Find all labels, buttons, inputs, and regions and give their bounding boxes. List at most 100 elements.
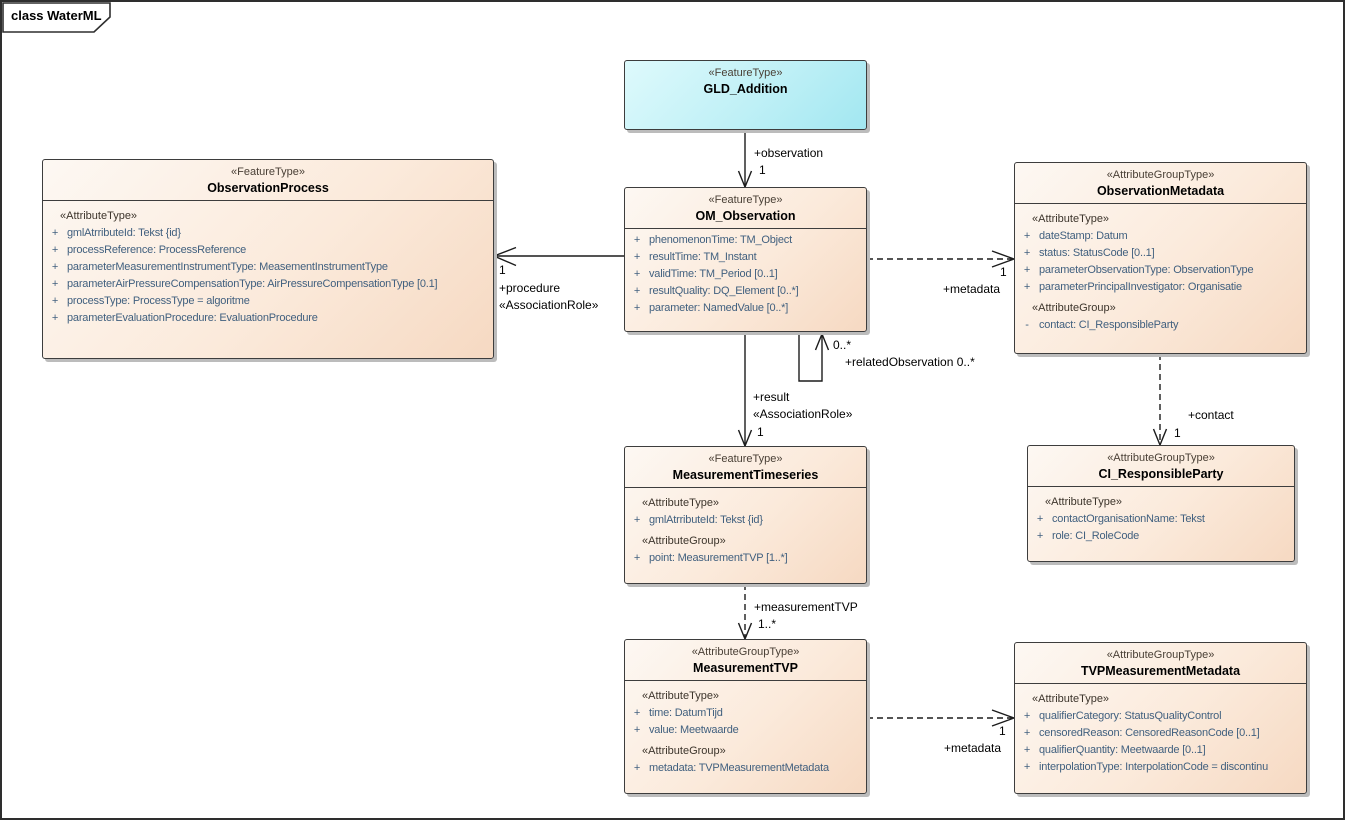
attribute-row: + metadata: TVPMeasurementMetadata [625,760,864,777]
visibility-marker: + [1023,247,1031,259]
attribute-row: +time: DatumTijd [625,705,864,722]
attribute-row: +parameterMeasurementInstrumentType: Mea… [43,259,491,276]
attribute-text: parameterEvaluationProcedure: Evaluation… [67,312,318,324]
class-name: TVPMeasurementMetadata [1080,664,1241,678]
visibility-marker: + [1023,744,1031,756]
class-stereotype: «AttributeGroupType» [1106,169,1215,181]
class-stereotype: «FeatureType» [231,166,305,178]
class-stereotype: «AttributeGroupType» [691,646,800,658]
visibility-marker: + [1036,513,1044,525]
attribute-text: processReference: ProcessReference [67,244,247,256]
class-header: «AttributeGroupType» MeasurementTVP [625,640,866,681]
connector-related-observation-line [798,332,823,382]
attribute-text: qualifierQuantity: Meetwaarde [0..1] [1039,744,1206,756]
class-header: «AttributeGroupType» CI_ResponsibleParty [1028,446,1294,487]
class-stereotype: «AttributeGroupType» [1107,452,1215,464]
class-stereotype: «FeatureType» [708,453,783,465]
attribute-row: + value: Meetwaarde [625,722,864,739]
class-name: ObservationMetadata [1096,184,1225,198]
attribute-row: + parameterAirPressureCompensationType: A… [43,276,491,293]
attribute-text: phenomenonTime: TM_Object [649,234,792,246]
visibility-marker: + [1023,230,1031,242]
attribute-text: time: DatumTijd [649,707,723,719]
class-header: «FeatureType» GLD_Addition [625,61,866,101]
attribute-row: + parameterEvaluationProcedure: Evaluatio… [43,310,491,327]
class-stereotype: «AttributeGroupType» [1106,649,1215,661]
attribute-row: +resultTime: TM_Instant [625,249,864,266]
attribute-text: gmlAtrributeId: Tekst {id} [649,514,763,526]
class-header: «AttributeGroupType» ObservationMetadata [1015,163,1306,204]
visibility-marker: + [633,234,641,246]
class-box-measurement-tvp[interactable]: «AttributeGroupType» MeasurementTVP «Att… [624,639,867,794]
visibility-marker: + [1023,710,1031,722]
attribute-list: + phenomenonTime: TM_Object +resultTime: T… [625,229,866,321]
attribute-row: +processType: ProcessType = algoritme [43,293,491,310]
visibility-marker: + [51,261,59,273]
connector-mult-result: 1 [757,425,764,439]
visibility-marker: + [633,724,641,736]
connector-related-observation-arrow [814,332,830,351]
attribute-text: qualifierCategory: StatusQualityControl [1039,710,1222,722]
section-stereotype: «AttributeType» [1045,496,1123,508]
class-box-gld-addition[interactable]: «FeatureType» GLD_Addition [624,60,867,130]
connector-mult-observation: 1 [759,163,766,177]
connector-mult-procedure: 1 [499,263,506,277]
attribute-text: dateStamp: Datum [1039,230,1128,242]
class-box-om-observation[interactable]: «FeatureType» OM_Observation + phenomenon… [624,187,867,332]
visibility-marker: + [51,278,59,290]
section-stereotype: «AttributeType» [642,690,720,702]
attribute-text: parameter: NamedValue [0..*] [649,302,789,314]
attribute-text: censoredReason: CensoredReasonCode [0..1… [1039,727,1260,739]
attribute-row: +gmlAtrributeId: Tekst {id} [43,225,491,242]
visibility-marker: + [1023,727,1031,739]
class-header: «FeatureType» MeasurementTimeseries [625,447,866,488]
attribute-text: point: MeasurementTVP [1..*] [649,552,788,564]
attribute-row: + censoredReason: CensoredReasonCode [0..… [1015,725,1304,742]
attribute-row: +parameter: NamedValue [0..*] [625,300,864,317]
attribute-row: + processReference: ProcessReference [43,242,491,259]
attribute-text: parameterAirPressureCompensationType: Ai… [67,278,438,290]
attribute-text: interpolationType: InterpolationCode = d… [1039,761,1268,773]
visibility-marker: + [51,244,59,256]
diagram-frame-tab: class WaterML [11,8,102,23]
class-box-measurement-timeseries[interactable]: «FeatureType» MeasurementTimeseries «Att… [624,446,867,584]
class-name: MeasurementTVP [693,661,798,675]
attribute-list: «AttributeType»+contactOrganisationName:… [1028,487,1294,549]
attribute-list: «AttributeType»+qualifierCategory: Statu… [1015,684,1306,780]
class-name: MeasurementTimeseries [672,468,819,482]
attribute-row: + role: CI_RoleCode [1028,528,1292,545]
section-stereotype: «AttributeGroup» [1032,302,1116,314]
class-header: «FeatureType» OM_Observation [625,188,866,229]
attribute-text: role: CI_RoleCode [1052,530,1140,542]
attribute-text: contact: CI_ResponsibleParty [1039,319,1179,331]
connector-mult-contact: 1 [1174,426,1181,440]
class-box-observation-process[interactable]: «FeatureType» ObservationProcess «Attrib… [42,159,494,359]
visibility-marker: + [1023,761,1031,773]
attribute-text: status: StatusCode [0..1] [1039,247,1155,259]
visibility-marker: + [51,227,59,239]
class-stereotype: «FeatureType» [708,194,783,206]
class-stereotype: «FeatureType» [708,67,783,79]
connector-measurementtvp-arrow [737,622,753,641]
class-name: CI_ResponsibleParty [1098,467,1224,481]
attribute-text: value: Meetwaarde [649,724,739,736]
attribute-row: + status: StatusCode [0..1] [1015,245,1304,262]
attribute-row: +parameterPrincipalInvestigator: Organis… [1015,279,1304,296]
visibility-marker: + [633,285,641,297]
visibility-marker: + [633,552,641,564]
attribute-text: parameterPrincipalInvestigator: Organisa… [1039,281,1242,293]
visibility-marker: - [1025,319,1029,331]
attribute-text: metadata: TVPMeasurementMetadata [649,762,829,774]
connector-role-contact: +contact [1188,408,1234,422]
connector-result-arrow [737,429,753,448]
visibility-marker: + [1036,530,1044,542]
visibility-marker: + [633,514,641,526]
section-stereotype: «AttributeType» [1032,693,1110,705]
visibility-marker: + [633,762,641,774]
visibility-marker: + [51,312,59,324]
class-box-ci-responsible-party[interactable]: «AttributeGroupType» CI_ResponsibleParty… [1027,445,1295,562]
class-box-observation-metadata[interactable]: «AttributeGroupType» ObservationMetadata… [1014,162,1307,354]
class-box-tvp-measurement-metadata[interactable]: «AttributeGroupType» TVPMeasurementMetad… [1014,642,1307,794]
attribute-text: contactOrganisationName: Tekst [1052,513,1205,525]
